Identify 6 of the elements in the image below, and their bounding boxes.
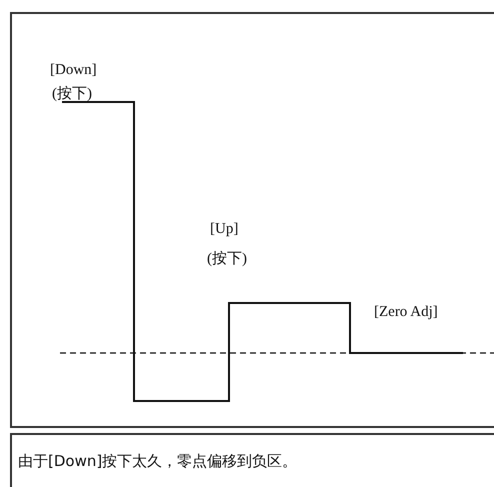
signal-label: (按下)	[207, 251, 247, 268]
signal-label: [Up]	[210, 221, 238, 238]
signal-label: [Down]	[50, 62, 97, 79]
signal-label: [Zero Adj]	[374, 304, 438, 321]
signal-label: (按下)	[52, 86, 92, 103]
caption-text: 由于[Down]按下太久，零点偏移到负区。	[18, 452, 298, 471]
